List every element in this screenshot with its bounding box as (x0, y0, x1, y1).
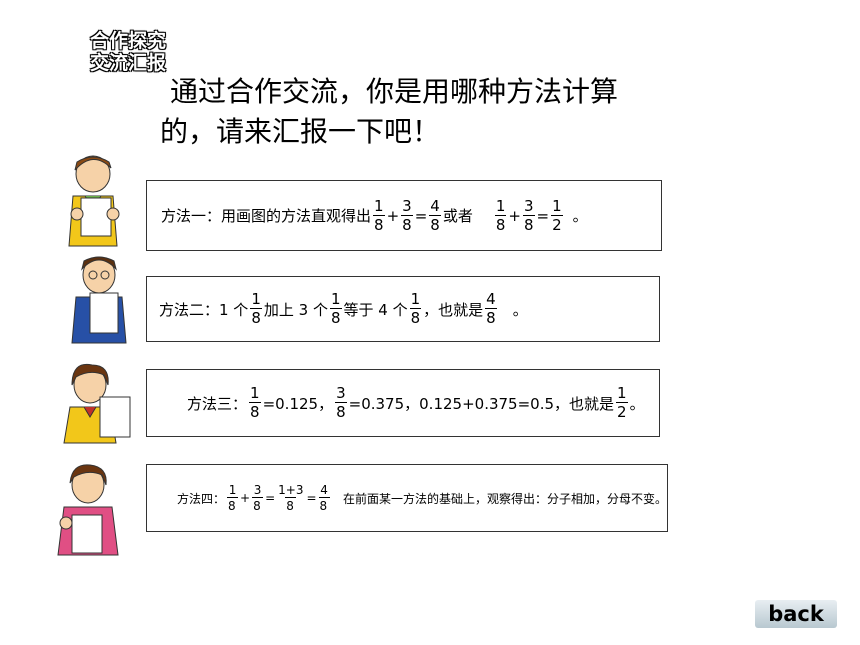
boy-with-glasses-icon (71, 256, 127, 344)
section-badge: 合作探究 交流汇报 (90, 30, 208, 74)
intro-line-1: 通过合作交流，你是用哪种方法计算 (170, 75, 619, 108)
method-2-text: ，也就是 (423, 300, 484, 319)
girl-holding-paper-icon (63, 363, 131, 444)
method-3-text: =0.125， (262, 394, 334, 413)
method-4-text: 方法四： (177, 491, 226, 506)
method-1-label: 方法一：用画图的方法直观得出 (161, 207, 372, 225)
method-2-text: 方法二：1 个 (159, 300, 249, 319)
intro-line-2: 的，请来汇报一下吧！ (160, 115, 441, 148)
back-button[interactable]: back (755, 600, 837, 628)
period: 。 (512, 300, 528, 319)
intro-text: 通过合作交流，你是用哪种方法计算 的，请来汇报一下吧！ (160, 72, 720, 152)
plus-sign: + (508, 206, 521, 225)
equals-sign: = (306, 491, 317, 505)
girl-with-pigtails-icon (57, 464, 119, 556)
equals-sign: = (265, 491, 276, 505)
method-3-text: =0.375，0.125+0.375=0.5，也就是 (348, 394, 615, 413)
period: 。 (572, 207, 588, 225)
equals-sign: = (536, 206, 550, 225)
badge-line-1: 合作探究 (90, 30, 167, 52)
or-text: 或者 (442, 207, 473, 225)
plus-sign: + (240, 491, 251, 505)
equals-sign: = (414, 206, 428, 225)
method-2-text: 加上 3 个 (263, 300, 328, 319)
boy-holding-paper-icon (68, 155, 120, 247)
badge-line-2: 交流汇报 (90, 52, 167, 74)
method-3-text: 方法三： (187, 394, 248, 413)
plus-sign: + (386, 206, 400, 225)
period: 。 (629, 394, 645, 413)
method-2-text: 等于 4 个 (343, 300, 408, 319)
method-4-text: 在前面某一方法的基础上，观察得出：分子相加，分母不变。 (342, 491, 667, 506)
